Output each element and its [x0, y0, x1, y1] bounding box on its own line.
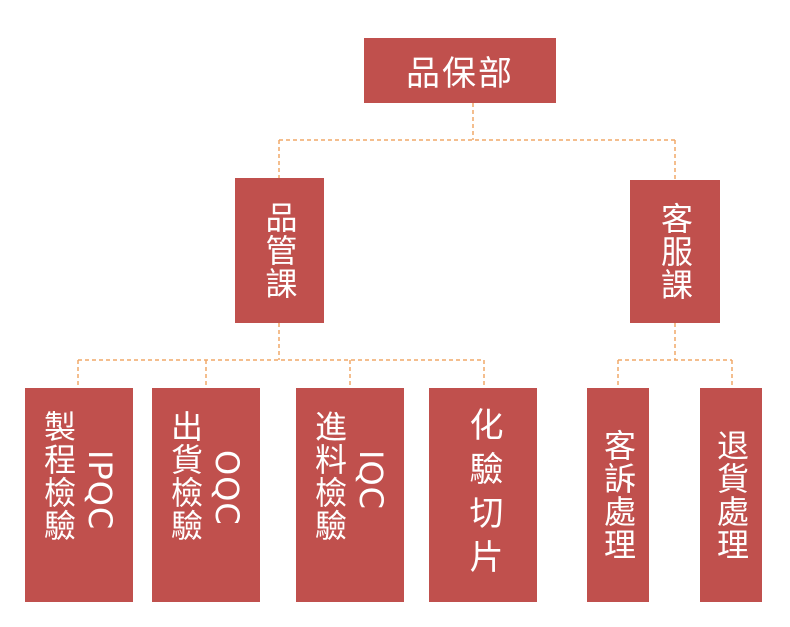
node-return-handling-label: 退貨處理 [712, 429, 750, 561]
node-quality-control-label: 品管課 [260, 201, 299, 300]
node-root: 品保部 [364, 38, 556, 103]
node-ipqc-code: IPQC [81, 450, 119, 531]
node-lab-sectioning-label: 化驗切片 [463, 407, 503, 583]
node-iqc-code: IQC [352, 450, 390, 510]
node-lab-sectioning: 化驗切片 [429, 388, 537, 602]
node-return-handling: 退貨處理 [700, 388, 762, 602]
node-customer-service-label: 客服課 [656, 202, 694, 301]
node-ipqc: IPQC 製程檢驗 [25, 388, 133, 602]
node-iqc: IQC 進料檢驗 [296, 388, 404, 602]
node-oqc: OQC 出貨檢驗 [152, 388, 260, 602]
node-complaint-handling: 客訴處理 [587, 388, 649, 602]
node-quality-control-section: 品管課 [235, 178, 324, 323]
node-ipqc-name: 製程檢驗 [39, 410, 77, 542]
node-iqc-name: 進料檢驗 [310, 410, 348, 542]
node-oqc-code: OQC [208, 450, 246, 526]
node-complaint-handling-label: 客訴處理 [599, 429, 637, 561]
node-root-label: 品保部 [406, 54, 514, 94]
node-oqc-name: 出貨檢驗 [166, 410, 204, 542]
node-customer-service-section: 客服課 [630, 180, 720, 323]
